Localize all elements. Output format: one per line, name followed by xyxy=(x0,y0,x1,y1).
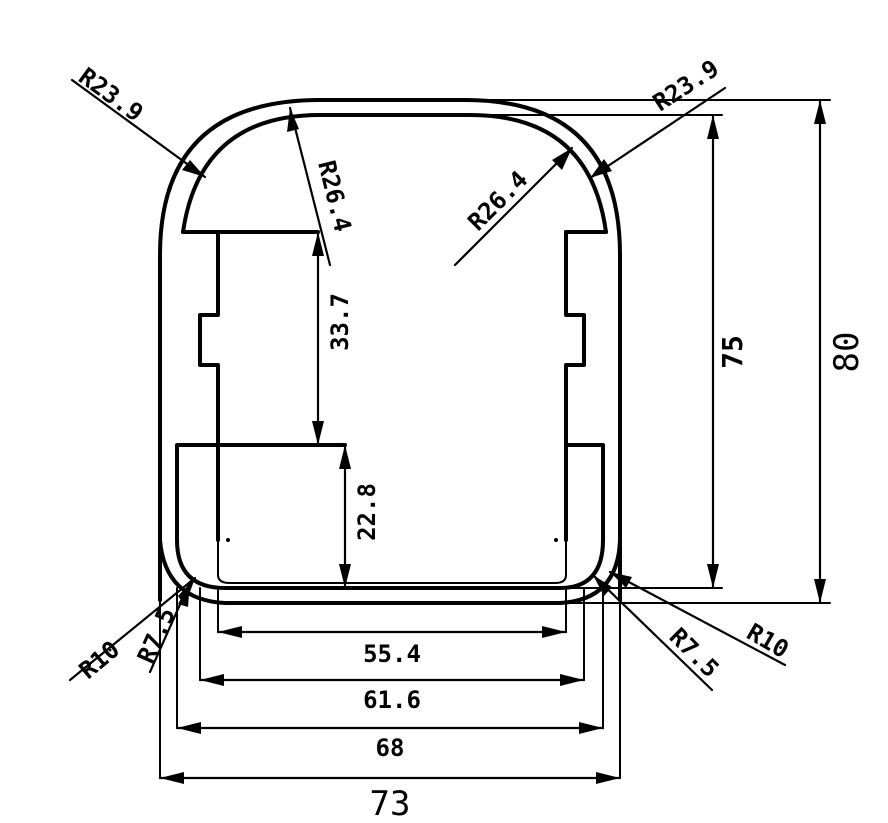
label-73: 73 xyxy=(370,784,411,823)
arrow-73-left xyxy=(160,772,184,784)
arrow-80-top xyxy=(814,100,826,124)
arrow-68-right xyxy=(579,722,603,734)
bottom-outline-inner xyxy=(175,538,605,590)
right-inner-wall xyxy=(564,230,586,542)
inner-arch-contour xyxy=(181,113,608,234)
label-r7-5-left: R7.5 xyxy=(132,603,181,667)
leader-r10-left xyxy=(68,576,197,682)
arrow-75-top xyxy=(707,115,719,139)
lower-block-right xyxy=(564,443,605,542)
legs xyxy=(159,587,621,779)
leader-r26-4-left xyxy=(288,106,332,267)
label-61-6: 61.6 xyxy=(363,686,421,714)
label-22-8: 22.8 xyxy=(353,483,381,541)
label-r26-4-right: R26.4 xyxy=(462,165,533,236)
arrow-r23-9-right xyxy=(590,159,612,178)
arrow-55-4-right xyxy=(542,626,566,638)
label-r23-9-left: R23.9 xyxy=(73,62,148,127)
arrow-r26-4-left xyxy=(287,108,299,132)
arrow-80-bottom xyxy=(814,579,826,603)
label-68: 68 xyxy=(376,734,405,762)
leader-r10-right xyxy=(608,570,787,667)
arrow-33-7-bottom xyxy=(312,421,324,445)
arrow-22-8-bottom xyxy=(339,564,351,588)
label-55-4: 55.4 xyxy=(363,640,421,668)
arrow-r23-9-left xyxy=(182,160,205,177)
profile-geometry xyxy=(158,98,622,779)
label-80: 80 xyxy=(827,332,867,373)
cavity-bottom-line xyxy=(217,539,567,584)
marker-dot-left xyxy=(226,538,230,542)
leader-r26-4-right xyxy=(453,146,574,267)
arrow-r7-5-left xyxy=(178,582,190,607)
dimension-lines xyxy=(68,78,831,784)
leader-r23-9-right xyxy=(588,86,727,180)
arrow-r26-4-right xyxy=(552,148,572,170)
label-75: 75 xyxy=(716,335,749,369)
left-inner-wall xyxy=(198,230,220,542)
label-r10-right: R10 xyxy=(742,618,794,664)
arrow-r10-right xyxy=(610,572,632,588)
arrow-75-bottom xyxy=(707,564,719,588)
arrow-68-left xyxy=(177,722,201,734)
leader-r23-9-left xyxy=(70,78,207,179)
lower-block-left xyxy=(175,443,347,542)
label-r23-9-right: R23.9 xyxy=(648,54,724,117)
arrow-55-4-left xyxy=(218,626,242,638)
outer-contour xyxy=(158,98,622,602)
arrow-73-right xyxy=(596,772,620,784)
arrow-22-8-top xyxy=(339,445,351,469)
arrow-r7-5-right xyxy=(593,575,612,596)
arrow-61-6-right xyxy=(560,674,584,686)
leader-r7-5-right xyxy=(591,573,714,692)
bottom-outline-outer xyxy=(158,538,622,605)
label-33-7: 33.7 xyxy=(326,293,354,351)
arrow-61-6-left xyxy=(200,674,224,686)
marker-dot-right xyxy=(554,538,558,542)
arrow-33-7-top xyxy=(312,232,324,256)
